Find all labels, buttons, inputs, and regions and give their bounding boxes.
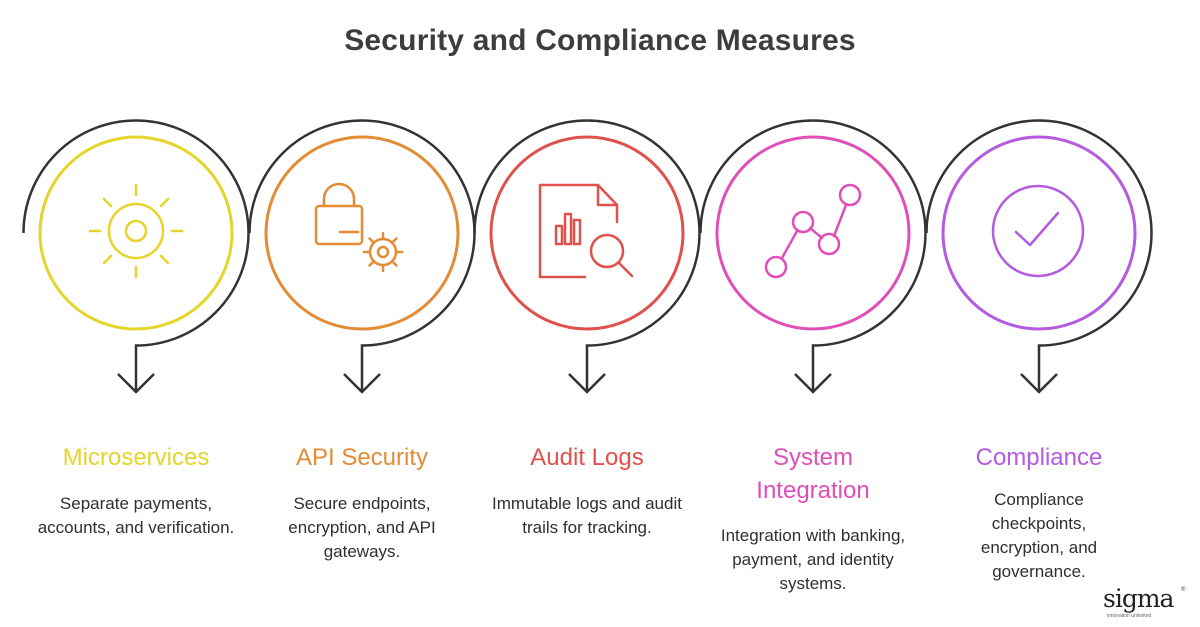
check-circle-icon bbox=[991, 184, 1085, 278]
step-description-api-security: Secure endpoints, encryption, and API ga… bbox=[288, 494, 436, 561]
step-circle-4 bbox=[715, 135, 911, 331]
step-circle-3 bbox=[489, 135, 685, 331]
arc-4 bbox=[699, 119, 927, 394]
sun-gear-icon bbox=[88, 183, 184, 279]
document-search-icon bbox=[538, 183, 634, 279]
step-label-api-security: API Security bbox=[295, 444, 429, 471]
arc-1 bbox=[22, 119, 250, 394]
step-label-compliance: Compliance bbox=[975, 444, 1103, 471]
step-description-compliance: Compliance checkpoints, encryption, and … bbox=[980, 490, 1098, 581]
step-label-microservices: Microservices bbox=[62, 444, 210, 471]
step-circle-1 bbox=[38, 135, 234, 331]
brand-subtitle: innovation unlimited bbox=[1107, 613, 1152, 619]
brand-logo: sigma ® innovation unlimited bbox=[1103, 586, 1187, 622]
arc-5 bbox=[925, 119, 1153, 394]
page-title: Security and Compliance Measures bbox=[344, 24, 856, 57]
connected-nodes-icon bbox=[764, 183, 862, 279]
step-description-system-integration: Integration with banking, payment, and i… bbox=[720, 526, 906, 593]
lock-gear-icon bbox=[314, 182, 404, 273]
brand-registered-mark: ® bbox=[1181, 587, 1186, 593]
step-circle-2 bbox=[264, 135, 460, 331]
step-label-audit-logs: Audit Logs bbox=[530, 444, 644, 471]
step-label-system-integration: System Integration bbox=[756, 444, 870, 504]
arc-2 bbox=[248, 119, 476, 394]
arc-3 bbox=[473, 119, 701, 394]
brand-name: sigma bbox=[1103, 584, 1174, 613]
step-description-audit-logs: Immutable logs and audit trails for trac… bbox=[492, 494, 682, 537]
step-description-microservices: Separate payments, accounts, and verific… bbox=[37, 494, 235, 537]
step-circle-5 bbox=[941, 135, 1137, 331]
